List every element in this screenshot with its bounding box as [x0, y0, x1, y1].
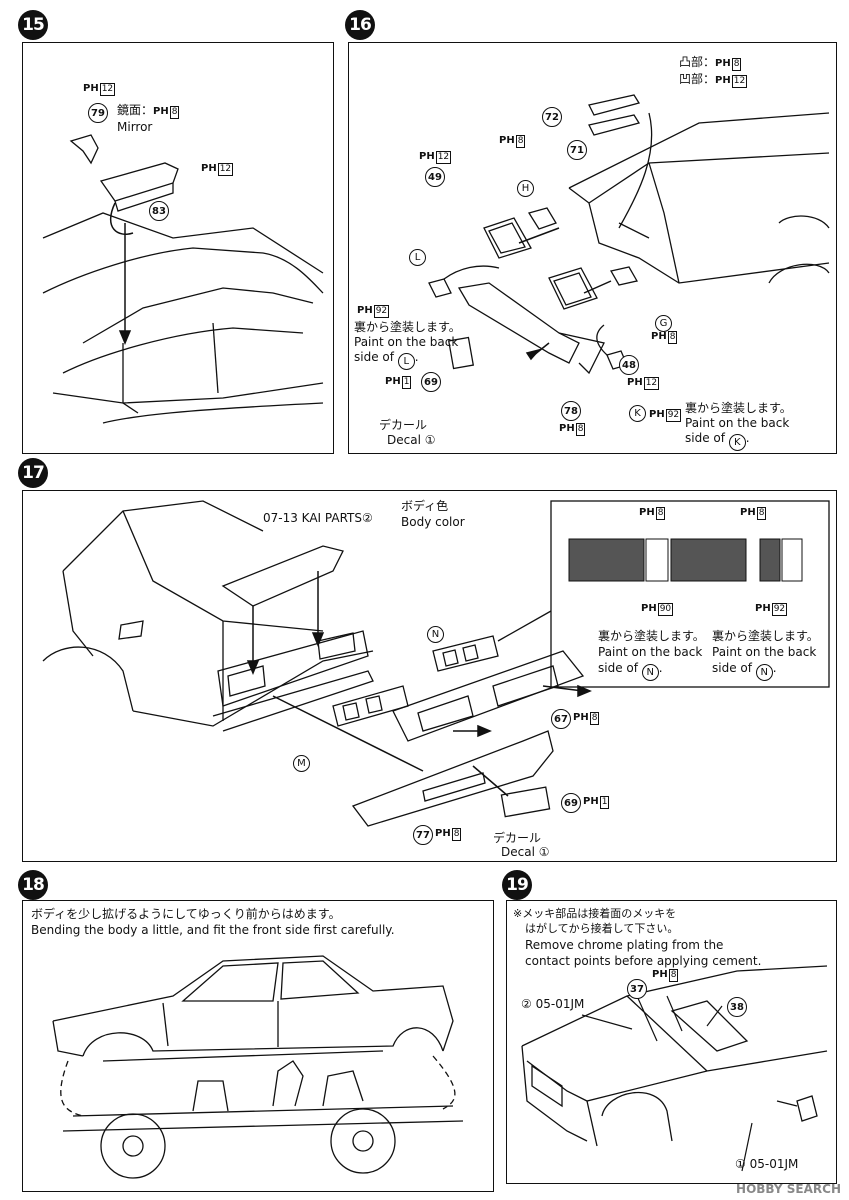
- step-18-illustration: [52, 955, 464, 1179]
- body-color-en: Body color: [401, 515, 465, 529]
- back-paint-en1-n2: Paint on the back: [712, 645, 817, 659]
- back-paint-jp-n2: 裏から塗装します。: [712, 629, 819, 643]
- step-17-illustration: [42, 500, 830, 827]
- chrome-note-en2: contact points before applying cement.: [525, 954, 762, 968]
- part-49-label: 49: [425, 167, 445, 187]
- step-15-badge: 15: [18, 10, 48, 40]
- back-paint-en2-k: side of K.: [685, 431, 750, 451]
- chrome-note-jp1: ※メッキ部品は接着面のメッキを: [513, 907, 677, 920]
- part-77-label: 77: [413, 825, 433, 845]
- step-16-illustration: [428, 94, 830, 375]
- garnish-m-letter: M: [293, 755, 310, 772]
- kai-parts-label: 07-13 KAI PARTS②: [263, 511, 373, 525]
- part-83-label: 83: [149, 201, 169, 221]
- step-19-badge: 19: [502, 870, 532, 900]
- part-69-label-17: 69: [561, 793, 581, 813]
- body-color-jp: ボディ色: [401, 499, 449, 513]
- back-paint-en2-l: side of L.: [354, 350, 419, 370]
- garnish-n-letter: N: [427, 626, 444, 643]
- part-37-label: 37: [627, 979, 647, 999]
- back-paint-en2-n2: side of N.: [712, 661, 777, 681]
- ref-1-label: ① 05-01JM: [735, 1157, 799, 1171]
- fit-instruction-en: Bending the body a little, and fit the f…: [31, 923, 395, 937]
- back-paint-jp-k: 裏から塗装します。: [685, 401, 792, 415]
- step-15-illustration: [42, 134, 324, 424]
- back-paint-jp-l: 裏から塗装します。: [354, 320, 461, 334]
- decal-jp-16: デカール: [379, 418, 428, 432]
- back-paint-jp-n1: 裏から塗装します。: [598, 629, 705, 643]
- decal-en-17: Decal ①: [501, 845, 550, 859]
- back-paint-en1-l: Paint on the back: [354, 335, 459, 349]
- step-16-badge: 16: [345, 10, 375, 40]
- part-67-label: 67: [551, 709, 571, 729]
- part-48-label: 48: [619, 355, 639, 375]
- part-79-label: 79: [88, 103, 108, 123]
- lamp-g-letter: G: [655, 315, 672, 332]
- lamp-h-letter: H: [517, 180, 534, 197]
- back-paint-en1-n1: Paint on the back: [598, 645, 703, 659]
- decal-jp-17: デカール: [493, 831, 542, 845]
- decal-en-16: Decal ①: [387, 433, 436, 447]
- step-19-illustration: [521, 965, 828, 1172]
- ref-2-label: ② 05-01JM: [521, 997, 585, 1011]
- mirror-en-label: Mirror: [117, 120, 153, 134]
- part-69-label: 69: [421, 372, 441, 392]
- hobby-search-watermark: HOBBY SEARCH: [736, 1182, 841, 1196]
- part-38-label: 38: [727, 997, 747, 1017]
- part-78-label: 78: [561, 401, 581, 421]
- lamp-k-letter: K: [629, 405, 646, 422]
- step-17-badge: 17: [18, 458, 48, 488]
- step-19-panel: ※メッキ部品は接着面のメッキを はがしてから接着して下さい。 Remove ch…: [506, 900, 837, 1184]
- step-18-panel: ボディを少し拡げるようにしてゆっくり前からはめます。 Bending the b…: [22, 900, 494, 1192]
- part-71-label: 71: [567, 140, 587, 160]
- back-paint-en1-k: Paint on the back: [685, 416, 790, 430]
- chrome-note-en1: Remove chrome plating from the: [525, 938, 724, 952]
- back-paint-en2-n1: side of N.: [598, 661, 663, 681]
- part-72-label: 72: [542, 107, 562, 127]
- lamp-l-letter: L: [409, 249, 426, 266]
- fit-instruction-jp: ボディを少し拡げるようにしてゆっくり前からはめます。: [31, 907, 341, 921]
- chrome-note-jp2: はがしてから接着して下さい。: [525, 922, 679, 935]
- step-18-badge: 18: [18, 870, 48, 900]
